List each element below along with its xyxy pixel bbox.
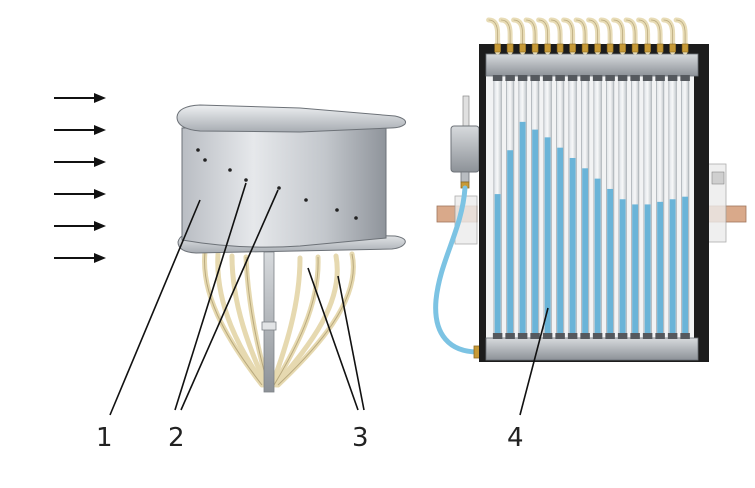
manometer-tube bbox=[605, 75, 615, 339]
flow-arrow bbox=[54, 157, 106, 167]
manometer-tube bbox=[592, 75, 603, 339]
wing-model bbox=[176, 104, 406, 393]
manometer-tube bbox=[517, 75, 528, 339]
liquid-column bbox=[544, 137, 551, 336]
manometer-tube bbox=[680, 75, 690, 339]
flow-arrow bbox=[54, 93, 106, 103]
liquid-column bbox=[519, 121, 526, 336]
manometer-tube bbox=[492, 75, 503, 339]
liquid-column bbox=[682, 196, 689, 336]
liquid-column bbox=[494, 194, 501, 336]
supply-hose bbox=[433, 185, 481, 355]
flow-arrow bbox=[54, 125, 106, 135]
liquid-column bbox=[632, 204, 639, 336]
callout-4: 4 bbox=[507, 423, 524, 453]
manometer-tube bbox=[630, 75, 640, 339]
liquid-column bbox=[582, 168, 589, 336]
manometer-tube bbox=[505, 75, 515, 339]
flow-arrow bbox=[54, 189, 106, 199]
manometer-tube bbox=[642, 75, 653, 339]
pressure-hoses bbox=[202, 249, 356, 388]
model-body bbox=[181, 125, 387, 248]
callout-3: 3 bbox=[352, 423, 369, 453]
manometer-tubes bbox=[492, 75, 690, 339]
pressure-taps bbox=[196, 148, 358, 220]
flow-arrow bbox=[54, 221, 106, 231]
liquid-column bbox=[644, 204, 651, 336]
leader-lines bbox=[109, 182, 549, 416]
upper-end-plate bbox=[176, 104, 406, 133]
reservoir bbox=[450, 95, 480, 189]
airflow-arrows bbox=[54, 93, 106, 263]
liquid-column bbox=[569, 157, 576, 336]
manometer-tube bbox=[530, 75, 540, 339]
callout-1: 1 bbox=[96, 423, 113, 453]
liquid-column bbox=[619, 199, 626, 336]
liquid-column bbox=[657, 201, 664, 336]
manometer-tube bbox=[617, 75, 628, 339]
multitube-manometer bbox=[433, 17, 747, 362]
liquid-column bbox=[532, 129, 539, 336]
liquid-column bbox=[607, 188, 614, 336]
manometer-tube bbox=[542, 75, 553, 339]
manometer-tube bbox=[667, 75, 678, 339]
liquid-column bbox=[507, 150, 514, 336]
manometer-tube bbox=[555, 75, 565, 339]
manometer-tube bbox=[580, 75, 590, 339]
liquid-column bbox=[557, 147, 564, 336]
callout-2: 2 bbox=[168, 423, 185, 453]
liquid-column bbox=[669, 199, 676, 336]
manometer-tube bbox=[655, 75, 665, 339]
liquid-column bbox=[594, 178, 601, 336]
flow-arrow bbox=[54, 253, 106, 263]
top-hoses bbox=[486, 17, 689, 55]
manometer-tube bbox=[567, 75, 578, 339]
